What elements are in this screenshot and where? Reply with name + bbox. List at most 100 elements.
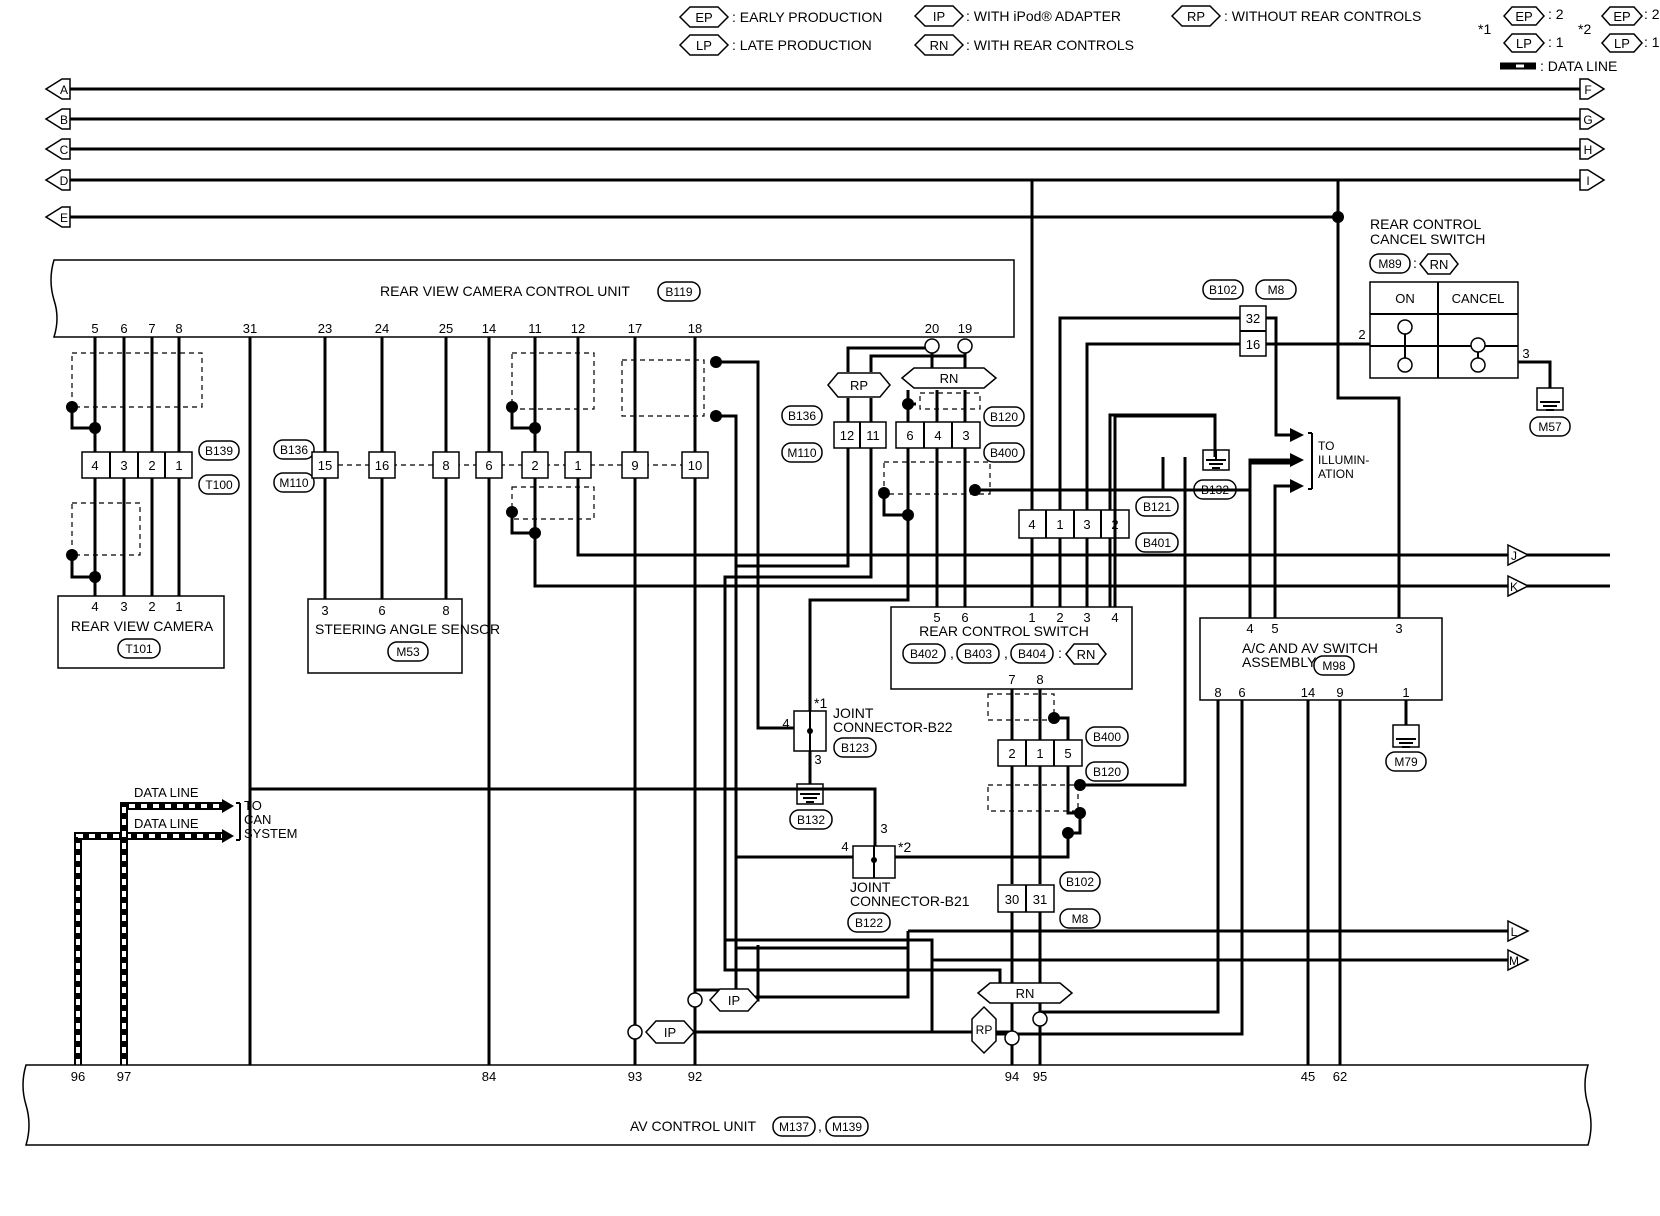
svg-text:9: 9 — [1336, 685, 1343, 700]
legend-rn-text: : WITH REAR CONTROLS — [966, 37, 1134, 53]
svg-text:JOINT: JOINT — [833, 705, 874, 721]
legend-star1: *1 EP : 2 LP : 1 — [1478, 6, 1564, 53]
rear-view-camera: 4 3 2 1 REAR VIEW CAMERA T101 — [57, 595, 225, 669]
svg-text:11: 11 — [528, 321, 542, 336]
svg-text:6: 6 — [1238, 685, 1245, 700]
legend-ip-text: : WITH iPod® ADAPTER — [966, 8, 1121, 24]
b102-lower-connector: 30 31 B102 M8 — [997, 871, 1101, 929]
b400-lower-connector: 2 1 5 B400 B120 — [997, 726, 1129, 782]
svg-text:ASSEMBLY: ASSEMBLY — [1242, 654, 1317, 670]
rvc-unit-title: REAR VIEW CAMERA CONTROL UNIT — [380, 283, 630, 299]
svg-text:B404: B404 — [1018, 647, 1046, 661]
rn-connector: RN 6 4 3 B120 B400 — [895, 367, 1025, 463]
flag-h: H — [1584, 143, 1593, 157]
legend-star1-mark: *1 — [1478, 21, 1491, 37]
legend-ep: EP : EARLY PRODUCTION — [678, 6, 882, 28]
svg-text:M53: M53 — [396, 645, 420, 659]
svg-text:RP: RP — [850, 378, 868, 393]
svg-text:1: 1 — [175, 599, 182, 614]
b121-connector: 4 1 3 2 B121 B401 — [1018, 496, 1179, 553]
can-data-line-2: DATA LINE — [134, 816, 199, 831]
svg-text:31: 31 — [243, 321, 257, 336]
svg-text:B132: B132 — [1201, 483, 1229, 497]
svg-text:4: 4 — [841, 839, 848, 854]
mid-connector: B136 M110 15 16 8 6 2 1 9 10 — [273, 439, 709, 493]
svg-text:16: 16 — [375, 458, 389, 473]
rear-switch-title: REAR CONTROL SWITCH — [919, 623, 1089, 639]
steering-angle-sensor: 3 6 8 STEERING ANGLE SENSOR M53 — [307, 598, 500, 674]
legend-rp: RP : WITHOUT REAR CONTROLS — [1170, 5, 1421, 27]
svg-text:B136: B136 — [788, 409, 816, 423]
svg-text:B132: B132 — [797, 813, 825, 827]
svg-text:3: 3 — [814, 752, 821, 767]
svg-text:B122: B122 — [855, 916, 883, 930]
svg-text:30: 30 — [1005, 892, 1019, 907]
svg-text:4: 4 — [934, 428, 941, 443]
flag-e: E — [60, 211, 68, 225]
svg-text:B400: B400 — [1093, 730, 1121, 744]
svg-text:3: 3 — [1522, 346, 1529, 361]
svg-text:3: 3 — [880, 821, 887, 836]
svg-text:10: 10 — [688, 458, 702, 473]
svg-text:23: 23 — [318, 321, 332, 336]
svg-text:RN: RN — [1430, 257, 1449, 272]
steering-title: STEERING ANGLE SENSOR — [315, 621, 500, 637]
svg-text:20: 20 — [925, 321, 939, 336]
svg-text:*1: *1 — [814, 695, 827, 711]
svg-text:A/C AND AV SWITCH: A/C AND AV SWITCH — [1242, 640, 1378, 656]
svg-text:6: 6 — [378, 603, 385, 618]
svg-text:CONNECTOR-B22: CONNECTOR-B22 — [833, 719, 953, 735]
svg-text:45: 45 — [1301, 1069, 1315, 1084]
svg-text:6: 6 — [485, 458, 492, 473]
svg-text:CONNECTOR-B21: CONNECTOR-B21 — [850, 893, 970, 909]
svg-text:2: 2 — [1056, 610, 1063, 625]
svg-text:M98: M98 — [1322, 659, 1346, 673]
svg-text:EP: EP — [1515, 9, 1532, 24]
camera-title: REAR VIEW CAMERA — [71, 618, 214, 634]
illum-label-3: ATION — [1318, 467, 1354, 481]
svg-text:ON: ON — [1395, 291, 1415, 306]
svg-text:16: 16 — [1246, 337, 1260, 352]
svg-text:: 2: : 2 — [1644, 6, 1660, 22]
svg-text:2: 2 — [148, 458, 155, 473]
svg-text:32: 32 — [1246, 311, 1260, 326]
legend-ep-tag: EP — [695, 10, 712, 25]
svg-text:M110: M110 — [787, 446, 816, 460]
svg-text:3: 3 — [1083, 610, 1090, 625]
svg-text:LP: LP — [1614, 36, 1630, 51]
legend-rn-tag: RN — [930, 38, 949, 53]
svg-text:B102: B102 — [1209, 283, 1237, 297]
svg-text:1: 1 — [175, 458, 182, 473]
svg-text:96: 96 — [71, 1069, 85, 1084]
svg-text:SYSTEM: SYSTEM — [244, 826, 297, 841]
svg-text:B123: B123 — [841, 741, 869, 755]
svg-text:2: 2 — [148, 599, 155, 614]
svg-text:8: 8 — [1214, 685, 1221, 700]
tag-rp-bottom: RP — [976, 1023, 993, 1037]
legend: EP : EARLY PRODUCTION LP : LATE PRODUCTI… — [678, 5, 1660, 74]
svg-text:12: 12 — [840, 428, 854, 443]
legend-data-line: : DATA LINE — [1500, 58, 1617, 74]
legend-ip-tag: IP — [933, 9, 945, 24]
bus-flags-left: A B C D E — [44, 78, 71, 228]
mid-wires — [487, 337, 1610, 1065]
svg-text:CAN: CAN — [244, 812, 271, 827]
svg-text:31: 31 — [1033, 892, 1047, 907]
svg-text:11: 11 — [866, 428, 880, 443]
legend-rp-tag: RP — [1187, 9, 1205, 24]
svg-text:12: 12 — [571, 321, 585, 336]
tag-ip-2: IP — [664, 1025, 676, 1040]
legend-lp: LP : LATE PRODUCTION — [678, 34, 872, 56]
flag-g: G — [1583, 113, 1592, 127]
svg-text:95: 95 — [1033, 1069, 1047, 1084]
illum-label-2: ILLUMIN- — [1318, 453, 1369, 467]
rear-control-switch: 5 6 1 2 3 4 REAR CONTROL SWITCH B402 , B… — [890, 606, 1133, 690]
camera-joint-connector: 4 3 2 1 B139 T100 — [81, 440, 240, 495]
svg-text:92: 92 — [688, 1069, 702, 1084]
svg-text:,: , — [950, 645, 954, 661]
svg-text:94: 94 — [1005, 1069, 1019, 1084]
svg-text:7: 7 — [1008, 672, 1015, 687]
svg-text:B401: B401 — [1143, 536, 1171, 550]
svg-text:15: 15 — [318, 458, 332, 473]
